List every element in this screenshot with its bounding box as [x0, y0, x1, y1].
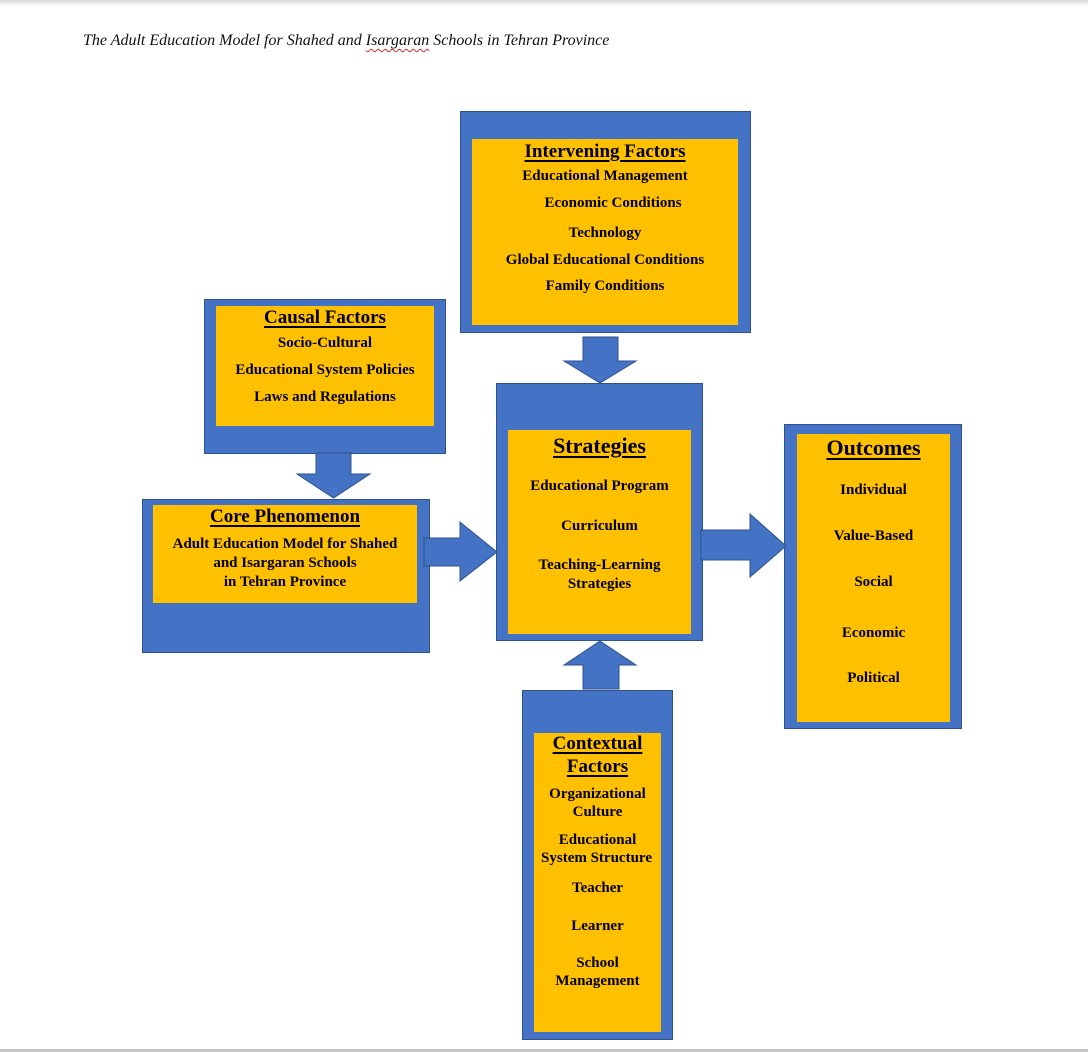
- contextual-factors-panel: Contextual Factors Organizational Cultur…: [534, 733, 661, 1032]
- contextual-item: System Structure: [541, 849, 652, 866]
- causal-item: Socio-Cultural: [277, 334, 373, 351]
- contextual-item: Culture: [572, 803, 623, 820]
- arrow-causal-to-core: [295, 452, 372, 499]
- outcomes-item: Individual: [840, 482, 907, 499]
- core-phenomenon-heading: Core Phenomenon: [209, 506, 361, 527]
- contextual-factors-heading: Contextual Factors: [534, 733, 661, 779]
- intervening-factors-heading: Intervening Factors: [524, 141, 686, 162]
- contextual-item: Management: [555, 972, 640, 989]
- intervening-item: Educational Management: [522, 167, 688, 184]
- title-text-after: Schools in Tehran Province: [429, 32, 610, 49]
- outcomes-item: Social: [854, 574, 893, 591]
- contextual-item: School: [576, 954, 619, 971]
- window-top-shadow: [0, 0, 1088, 6]
- contextual-heading-line1: Contextual: [552, 733, 643, 754]
- core-phenomenon-panel: Core Phenomenon Adult Education Model fo…: [153, 505, 417, 603]
- up-arrow-shape: [562, 640, 638, 690]
- outcomes-item: Value-Based: [833, 528, 914, 545]
- core-item: Adult Education Model for Shahed: [172, 535, 398, 552]
- down-arrow-shape: [562, 336, 638, 384]
- intervening-item: Family Conditions: [545, 277, 665, 294]
- causal-factors-heading: Causal Factors: [264, 307, 386, 328]
- causal-item: Educational System Policies: [235, 361, 415, 378]
- strategies-panel: Strategies Educational Program Curriculu…: [508, 430, 691, 634]
- contextual-item: Learner: [571, 917, 624, 934]
- contextual-heading-line2: Factors: [566, 755, 629, 777]
- arrow-contextual-to-strategies: [562, 640, 638, 690]
- strategies-item: Strategies: [567, 576, 632, 593]
- title-text-before: The Adult Education Model for Shahed and: [83, 32, 366, 49]
- strategies-item: Educational Program: [530, 478, 669, 495]
- contextual-item: Teacher: [571, 879, 624, 896]
- intervening-item: Technology: [568, 224, 642, 241]
- outcomes-item: Economic: [841, 625, 906, 642]
- outcomes-panel: Outcomes Individual Value-Based Social E…: [797, 434, 950, 722]
- causal-item: Laws and Regulations: [254, 388, 396, 405]
- intervening-item: Economic Conditions: [544, 194, 682, 211]
- contextual-item: Educational: [558, 831, 637, 848]
- title-misspelled-word[interactable]: Isargaran: [365, 32, 430, 49]
- causal-factors-panel: Causal Factors Socio-Cultural Educationa…: [216, 306, 434, 426]
- outcomes-item: Political: [847, 670, 900, 687]
- arrow-core-to-strategies: [423, 520, 498, 583]
- arrow-intervening-to-strategies: [562, 336, 638, 384]
- core-item: in Tehran Province: [223, 573, 347, 590]
- page-bottom-divider: [0, 1049, 1088, 1052]
- down-arrow-shape: [295, 452, 372, 499]
- strategies-item: Curriculum: [561, 518, 638, 535]
- outcomes-heading: Outcomes: [826, 435, 921, 460]
- right-arrow-shape: [423, 520, 498, 583]
- right-arrow-shape: [700, 512, 787, 579]
- core-item: and Isargaran Schools: [213, 554, 357, 571]
- document-title: The Adult Education Model for Shahed and…: [83, 32, 609, 50]
- arrow-strategies-to-outcomes: [700, 512, 787, 579]
- strategies-heading: Strategies: [553, 433, 646, 458]
- intervening-item: Global Educational Conditions: [505, 251, 705, 268]
- intervening-factors-panel: Intervening Factors Educational Manageme…: [472, 139, 738, 325]
- strategies-item: Teaching-Learning: [538, 557, 661, 574]
- contextual-item: Organizational: [549, 785, 646, 802]
